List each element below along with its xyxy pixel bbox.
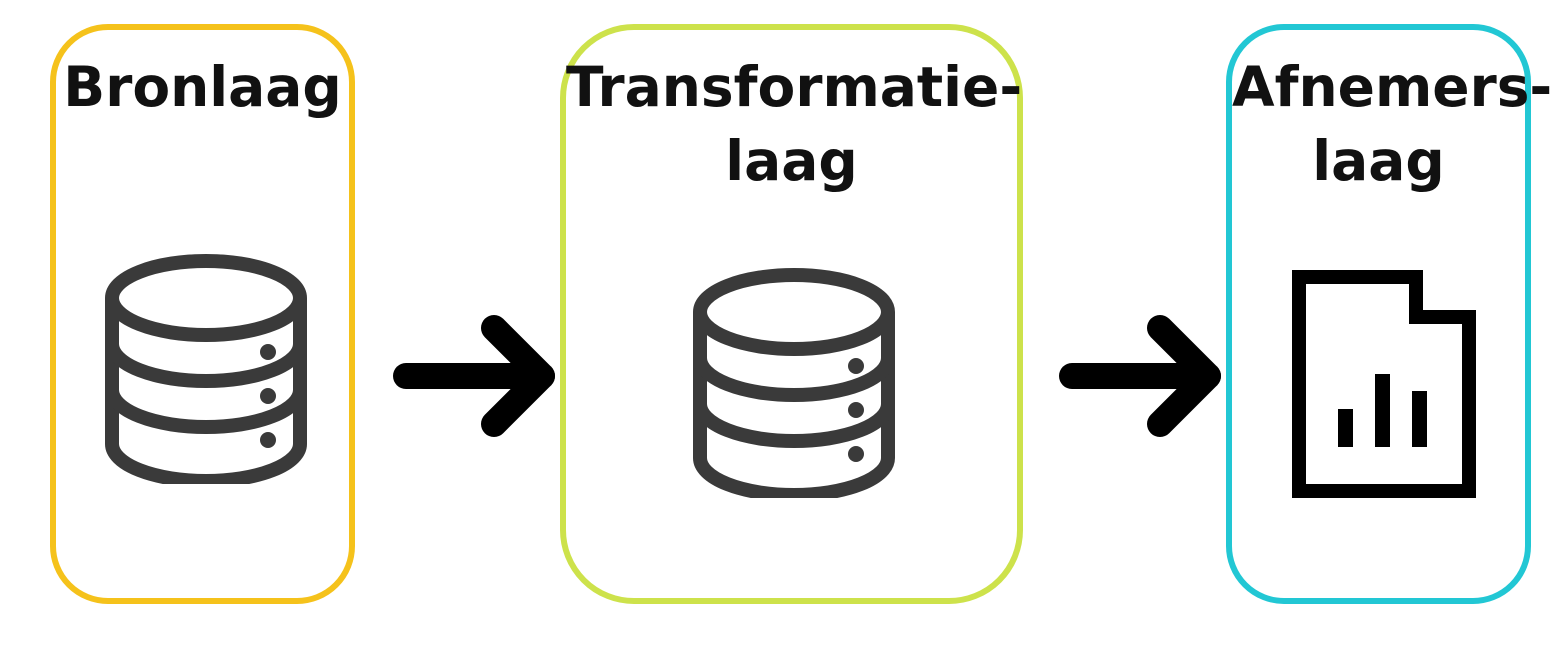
layer-title-line: Afnemers- — [1232, 55, 1553, 119]
layer-box-bronlaag: Bronlaag — [50, 24, 355, 604]
layer-title-line: laag — [725, 129, 858, 193]
layer-title-transformatielaag: Transformatie- laag — [566, 50, 1023, 198]
report-bar — [1338, 409, 1353, 447]
layer-title-line: laag — [1312, 129, 1445, 193]
report-bar — [1412, 391, 1427, 447]
report-bar — [1375, 374, 1390, 447]
report-chart-document-icon — [1292, 270, 1476, 498]
database-icon — [693, 268, 895, 498]
database-icon — [105, 254, 307, 484]
arrow-right-icon — [1059, 315, 1221, 437]
layer-title-bronlaag: Bronlaag — [56, 50, 349, 124]
layer-box-transformatielaag: Transformatie- laag — [560, 24, 1023, 604]
layer-title-line: Bronlaag — [63, 55, 342, 119]
layer-box-afnemerslaag: Afnemers- laag — [1226, 24, 1553, 604]
layer-title-afnemerslaag: Afnemers- laag — [1232, 50, 1553, 198]
layer-title-line: Transformatie- — [566, 55, 1023, 119]
arrow-right-icon — [393, 315, 555, 437]
